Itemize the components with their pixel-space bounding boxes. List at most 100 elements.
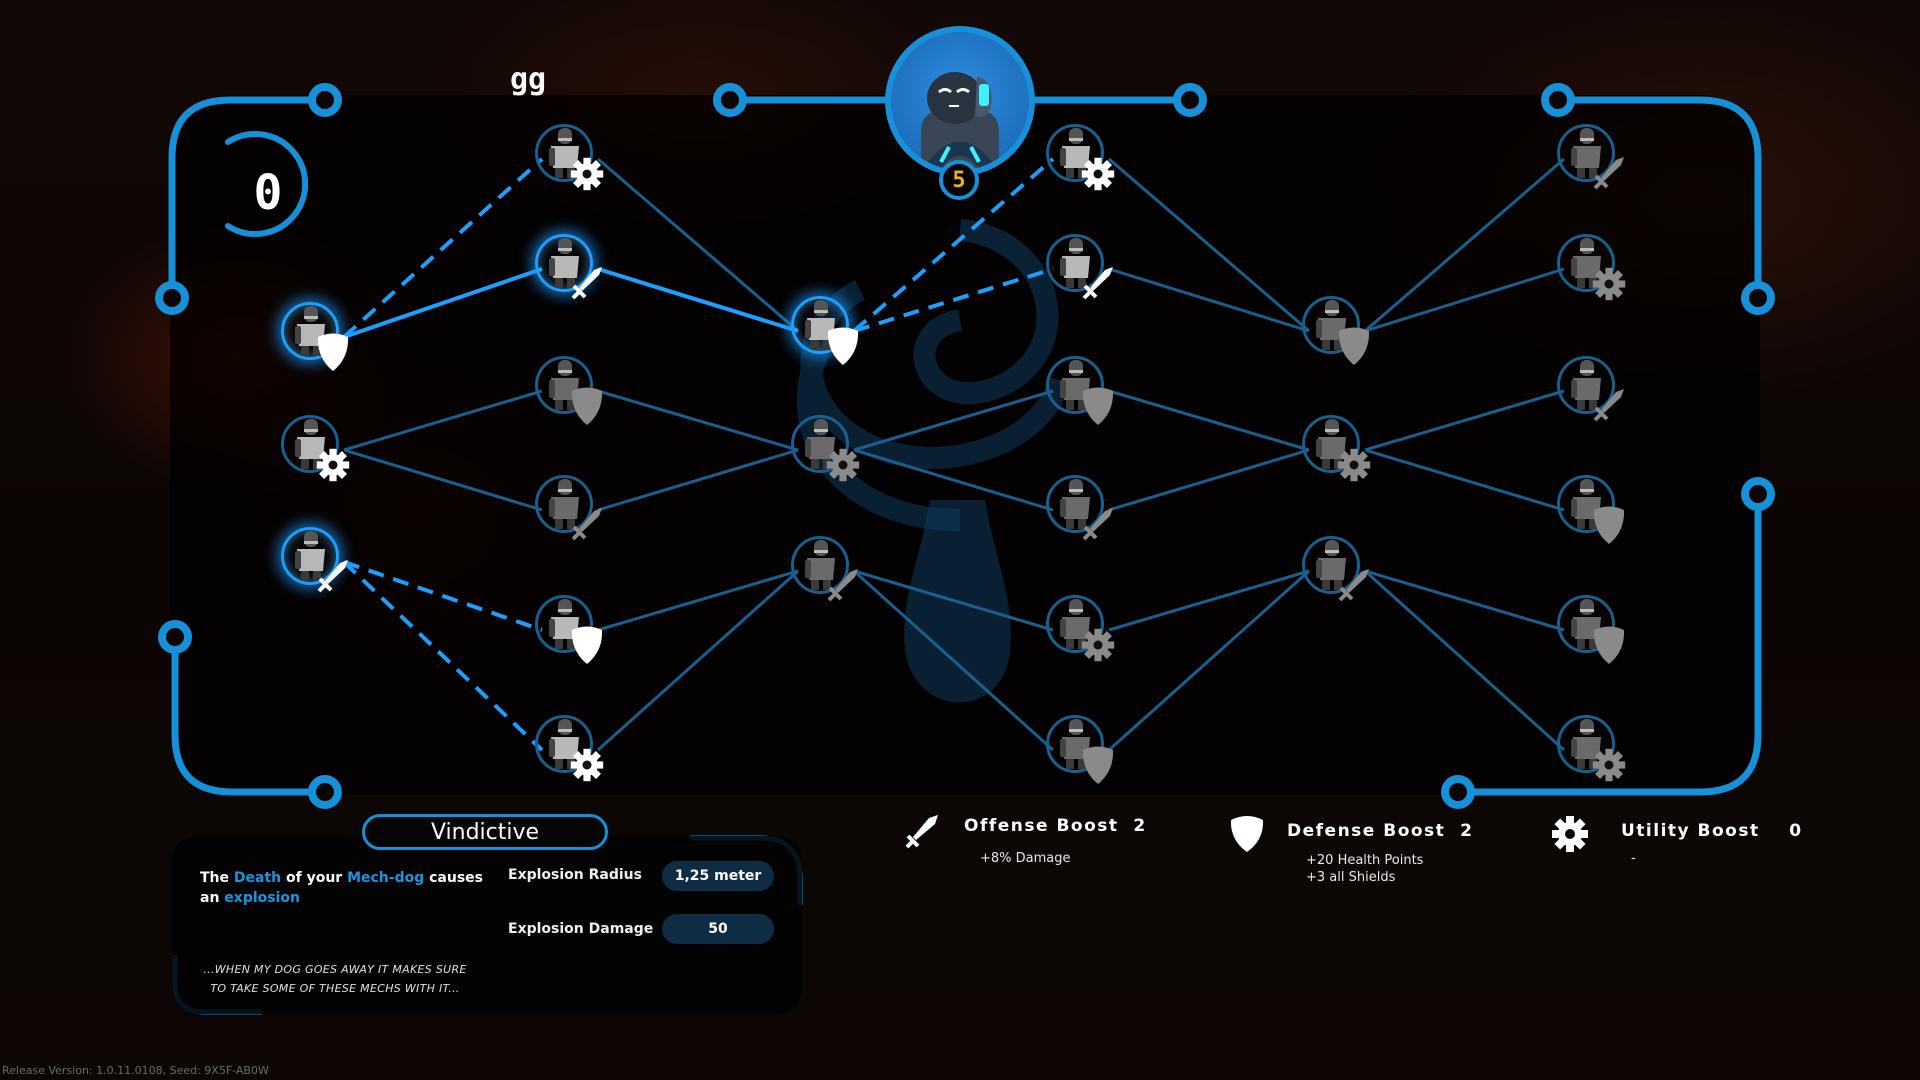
shield-icon (1082, 746, 1114, 784)
sword-icon (317, 560, 348, 593)
node-ring (791, 536, 849, 594)
node-ring (1557, 715, 1615, 773)
sword-icon (1338, 569, 1369, 602)
sword-icon (571, 267, 602, 300)
skill-node-c6r2[interactable] (1557, 234, 1627, 304)
tree-edge (1364, 448, 1565, 512)
mech-figure-icon (1060, 719, 1090, 769)
skill-node-c5r2[interactable] (1302, 415, 1372, 485)
shield-icon (317, 333, 349, 371)
skill-node-c3r3[interactable] (791, 536, 861, 606)
sword-icon (1082, 267, 1113, 300)
skill-node-c1r2[interactable] (281, 415, 351, 485)
sword-icon (1593, 157, 1624, 190)
character-avatar[interactable] (885, 26, 1035, 176)
node-ring (281, 302, 339, 360)
tree-edge (597, 389, 799, 452)
tree-edge (853, 267, 1054, 333)
skill-node-c4r3[interactable] (1046, 356, 1116, 426)
stat-value-damage: 50 (662, 914, 774, 944)
stat-label-radius: Explosion Radius (508, 867, 642, 883)
mech-figure-icon (1571, 238, 1601, 288)
tree-edge (852, 157, 1055, 333)
gear-icon (1081, 628, 1115, 662)
shield-icon (1338, 327, 1370, 365)
skill-node-c3r2[interactable] (791, 415, 861, 485)
tree-edge (1107, 569, 1311, 752)
tree-edge (343, 389, 543, 452)
skill-node-c5r3[interactable] (1302, 536, 1372, 606)
skill-flavor-text: ...WHEN MY DOG GOES AWAY IT MAKES SURE T… (203, 963, 467, 995)
skill-node-c6r5[interactable] (1557, 595, 1627, 665)
skill-node-c2r5[interactable] (535, 595, 605, 665)
skill-node-c6r3[interactable] (1557, 356, 1627, 426)
tree-edge (1108, 448, 1310, 512)
tree-edge (1108, 267, 1310, 333)
tree-edge (1364, 389, 1565, 452)
skill-description: The Death of your Mech-dog causes an exp… (200, 870, 483, 906)
node-ring (1557, 595, 1615, 653)
mech-figure-icon (549, 238, 579, 288)
tree-edge (597, 157, 799, 333)
node-ring (535, 356, 593, 414)
skill-node-c5r1[interactable] (1302, 296, 1372, 366)
skill-node-c2r6[interactable] (535, 715, 605, 785)
release-version: Release Version: 1.0.11.0108, Seed: 9X5F… (2, 1064, 269, 1077)
tree-edge (853, 389, 1054, 452)
node-ring (1046, 595, 1104, 653)
skill-node-c6r4[interactable] (1557, 475, 1627, 545)
skill-node-c2r4[interactable] (535, 475, 605, 545)
skill-node-c4r4[interactable] (1046, 475, 1116, 545)
skill-node-c2r3[interactable] (535, 356, 605, 426)
skill-node-c4r1[interactable] (1046, 124, 1116, 194)
frame (168, 96, 1762, 796)
node-ring (535, 715, 593, 773)
mech-figure-icon (1316, 419, 1346, 469)
robot-portrait-icon (921, 72, 999, 170)
gear-icon (1081, 157, 1115, 191)
gear-icon (1592, 748, 1626, 782)
skill-node-c6r1[interactable] (1557, 124, 1627, 194)
tree-edge (343, 560, 543, 632)
shield-icon (1082, 387, 1114, 425)
skill-node-c4r6[interactable] (1046, 715, 1116, 785)
tree-edge (1363, 569, 1566, 752)
node-ring (1046, 124, 1104, 182)
player-name: gg (510, 62, 547, 97)
mech-figure-icon (295, 531, 325, 581)
node-ring (791, 415, 849, 473)
node-ring (535, 595, 593, 653)
node-ring (1557, 475, 1615, 533)
sword-icon (1593, 389, 1624, 422)
mech-figure-icon (1060, 238, 1090, 288)
skill-node-c2r2[interactable] (535, 234, 605, 304)
mech-figure-icon (1571, 128, 1601, 178)
node-ring (1302, 536, 1360, 594)
shield-icon (827, 327, 859, 365)
gear-icon (316, 448, 350, 482)
stat-value-radius: 1,25 meter (662, 861, 774, 891)
skill-node-c3r1[interactable] (791, 296, 861, 366)
node-ring (1302, 415, 1360, 473)
skill-node-c6r6[interactable] (1557, 715, 1627, 785)
player-level-badge: 5 (939, 160, 979, 200)
skill-node-c1r3[interactable] (281, 527, 351, 597)
sword-icon (1082, 508, 1113, 541)
gear-icon (1592, 267, 1626, 301)
node-ring (281, 415, 339, 473)
skill-node-c2r1[interactable] (535, 124, 605, 194)
tree-edge (597, 267, 799, 333)
shield-icon (571, 626, 603, 664)
tree-edge (1364, 267, 1565, 333)
skill-points-counter: 0 (253, 165, 283, 221)
mech-figure-icon (1571, 360, 1601, 410)
skill-node-c4r5[interactable] (1046, 595, 1116, 665)
skill-node-c1r1[interactable] (281, 302, 351, 372)
node-ring (1302, 296, 1360, 354)
node-ring (535, 475, 593, 533)
skill-node-c4r2[interactable] (1046, 234, 1116, 304)
mech-figure-icon (1060, 479, 1090, 529)
gear-icon (570, 748, 604, 782)
node-ring (1557, 234, 1615, 292)
shield-icon (571, 387, 603, 425)
